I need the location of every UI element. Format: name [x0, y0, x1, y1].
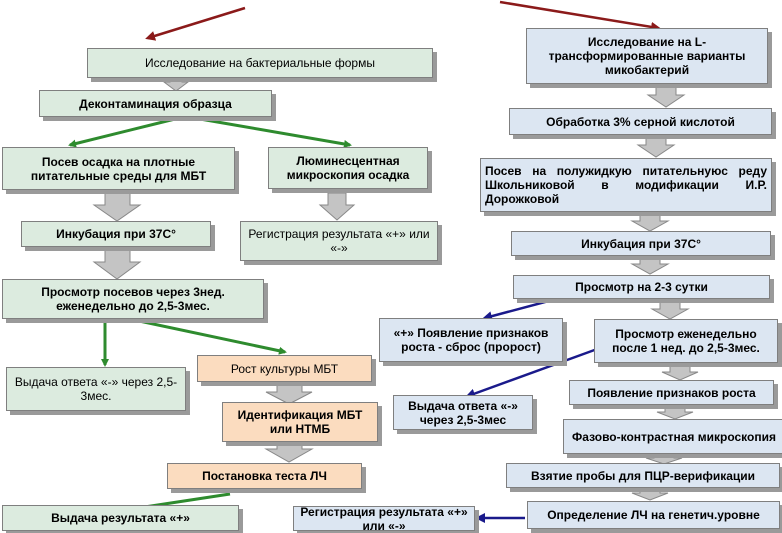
incubation-left-label: Инкубация при 37С°: [56, 227, 176, 241]
incubation-left-box: Инкубация при 37С°: [21, 221, 211, 247]
fluorescent-microscopy-label: Люминесцентная микроскопия осадка: [286, 154, 410, 182]
red-arrow-left: [145, 6, 246, 41]
viewing-left-box: Просмотр посевов через 3нед. еженедельно…: [2, 279, 264, 319]
semiliquid-seeding-label: Посев на полужидкую питательнуюс реду Шк…: [485, 164, 767, 206]
incubation-right-label: Инкубация при 37С°: [581, 236, 701, 251]
pcr-label: Взятие пробы для ПЦР-верификации: [530, 468, 756, 483]
phase-contrast-label: Фазово-контрастная микроскопия: [572, 429, 776, 444]
culture-growth-box: Рост культуры МБТ: [197, 355, 372, 382]
pcr-box: Взятие пробы для ПЦР-верификации: [506, 463, 780, 488]
weekly-viewing-box: Просмотр еженедельно после 1 нед. до 2,5…: [594, 319, 778, 363]
identification-label: Идентификация МБТ или НТМБ: [237, 408, 363, 436]
answer-positive-left-label: Выдача результата «+»: [51, 511, 190, 525]
viewing-2-3-label: Просмотр на 2-3 сутки: [575, 280, 708, 294]
growth-signs-box: Появление признаков роста: [569, 380, 774, 405]
seeding-solid-box: Посев осадка на плотные питательные сред…: [2, 147, 235, 190]
phase-contrast-box: Фазово-контрастная микроскопия: [563, 419, 782, 454]
answer-positive-left-box: Выдача результата «+»: [2, 505, 239, 531]
decontamination-label: Деконтаминация образца: [79, 96, 232, 111]
l-forms-label: Исследование на L-трансформированные вар…: [548, 35, 746, 77]
decontamination-box: Деконтаминация образца: [39, 90, 272, 117]
fluorescent-microscopy-box: Люминесцентная микроскопия осадка: [268, 147, 428, 189]
answer-negative-left-box: Выдача ответа «-» через 2,5-3мес.: [6, 367, 186, 411]
culture-growth-label: Рост культуры МБТ: [230, 361, 339, 376]
viewing-left-label: Просмотр посевов через 3нед. еженедельно…: [41, 285, 225, 313]
genetic-box: Определение ЛЧ на генетич.уровне: [527, 501, 780, 529]
identification-box: Идентификация МБТ или НТМБ: [222, 402, 378, 442]
acid-treatment-box: Обработка 3% серной кислотой: [509, 108, 772, 135]
registration-left-box: Регистрация результата «+» или «-»: [240, 221, 438, 261]
genetic-label: Определение ЛЧ на генетич.уровне: [547, 508, 760, 522]
semiliquid-seeding-box: Посев на полужидкую питательнуюс реду Шк…: [480, 158, 772, 212]
registration-right-box: Регистрация результата «+» или «-»: [293, 504, 475, 533]
seeding-solid-label: Посев осадка на плотные питательные сред…: [30, 154, 207, 183]
growth-signs-label: Появление признаков роста: [587, 385, 756, 400]
l-forms-box: Исследование на L-трансформированные вар…: [526, 28, 768, 84]
answer-negative-right-label: Выдача ответа «-» через 2,5-3мес: [408, 398, 518, 427]
bacterial-forms-label: Исследование на бактериальные формы: [145, 56, 375, 70]
acid-treatment-label: Обработка 3% серной кислотой: [546, 114, 735, 129]
answer-negative-right-box: Выдача ответа «-» через 2,5-3мес: [393, 395, 533, 430]
growth-signs-plus-box: «+» Появление признаков роста - сброс (п…: [379, 318, 563, 362]
red-arrow-right: [499, 0, 661, 32]
answer-negative-left-label: Выдача ответа «-» через 2,5-3мес.: [14, 375, 178, 403]
weekly-viewing-label: Просмотр еженедельно после 1 нед. до 2,5…: [612, 327, 760, 355]
drug-test-box: Постановка теста ЛЧ: [167, 463, 362, 489]
registration-right-label: Регистрация результата «+» или «-»: [300, 504, 468, 533]
registration-left-label: Регистрация результата «+» или «-»: [248, 227, 430, 255]
viewing-2-3-box: Просмотр на 2-3 сутки: [513, 275, 770, 299]
growth-signs-plus-label: «+» Появление признаков роста - сброс (п…: [393, 326, 549, 354]
drug-test-label: Постановка теста ЛЧ: [202, 469, 327, 483]
bacterial-forms-box: Исследование на бактериальные формы: [87, 48, 433, 78]
incubation-right-box: Инкубация при 37С°: [511, 231, 771, 256]
